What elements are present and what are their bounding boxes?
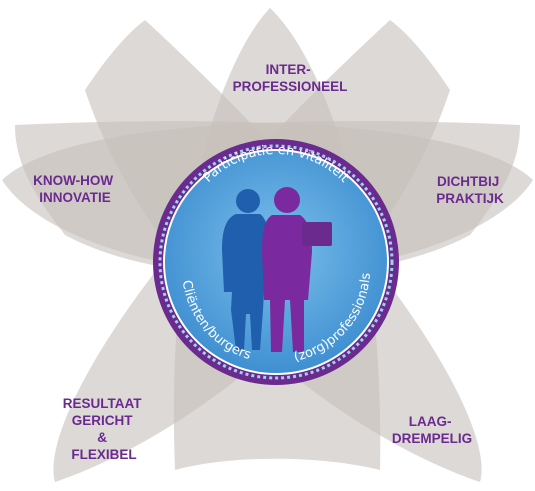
label-know-how-innovatie: KNOW-HOW INNOVATIE (33, 173, 117, 205)
center-emblem: Participatie en vitaliteit Cliënten/burg… (153, 139, 399, 385)
inner-border (163, 149, 389, 375)
label-inter-professioneel: INTER- PROFESSIONEEL (233, 62, 348, 94)
professional-person-icon (262, 187, 332, 352)
client-person-icon (222, 189, 270, 350)
label-resultaat-gericht-flexibel: RESULTAAT GERICHT & FLEXIBEL (63, 396, 146, 462)
ring-stripe (158, 144, 394, 380)
label-laagdrempelig: LAAG- DREMPELIG (392, 414, 472, 446)
label-dichtbij-praktijk: DICHTBIJ PRAKTIJK (436, 174, 504, 206)
